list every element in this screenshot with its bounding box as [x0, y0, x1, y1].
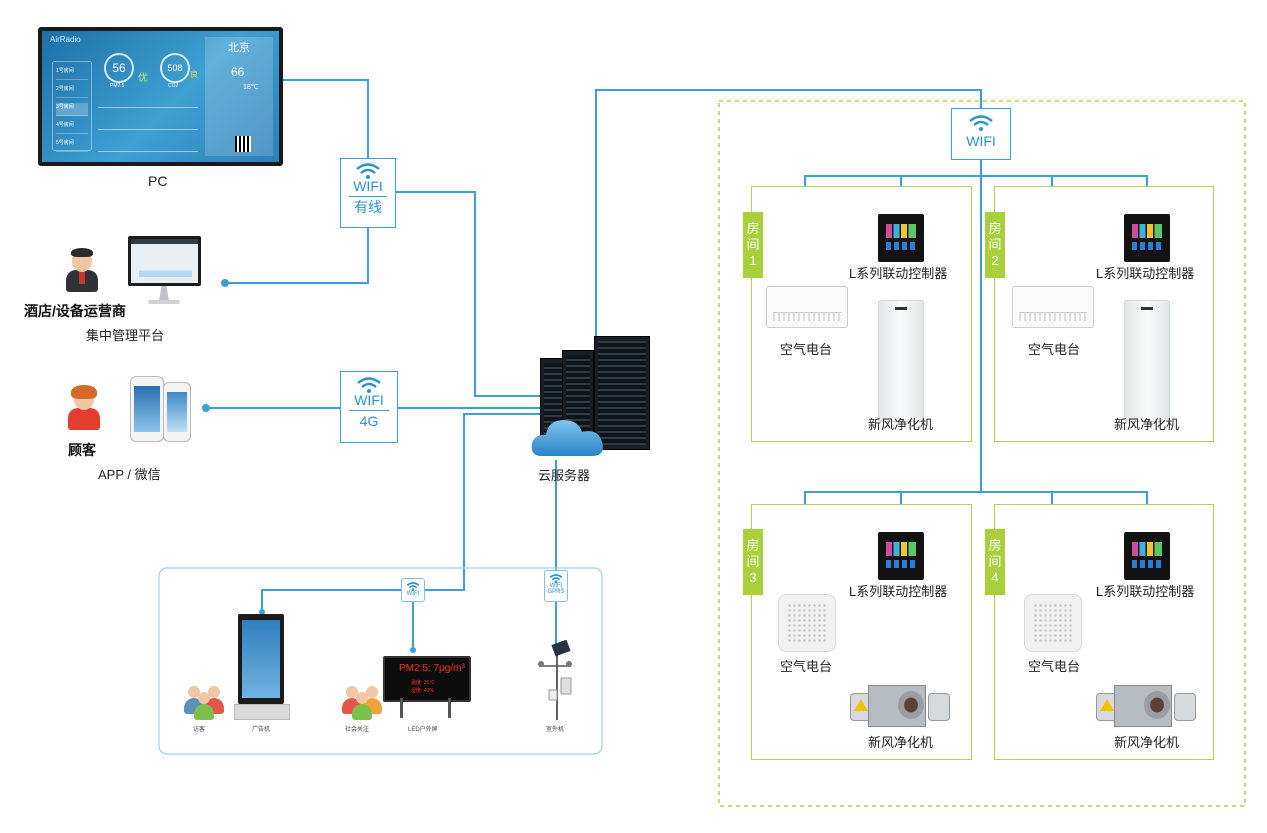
wifi-icon [357, 377, 381, 393]
wifi-icon [969, 115, 993, 131]
controller-icon [1124, 532, 1170, 580]
screen-co2-ring: 508 [160, 53, 190, 83]
controller-icon [878, 532, 924, 580]
pc-monitor: AirRadio 1号房间 2号房间 3号房间 4号房间 5号房间 56 PM2… [38, 27, 283, 166]
cloud-label: 云服务器 [538, 468, 591, 483]
desktop-monitor-icon [128, 236, 201, 286]
wifi-small-badge: WIFI [401, 578, 425, 602]
room-1-purifier-label: 新风净化机 [868, 417, 934, 432]
wire-pc [283, 79, 369, 158]
cloud-icon [531, 420, 603, 456]
phone-icon-2 [163, 382, 191, 442]
society-label: 社会关注 [345, 727, 370, 733]
screen-brand: AirRadio [50, 35, 81, 44]
room-3-purifier-label: 新风净化机 [868, 735, 934, 750]
visitor-label: 访客 [193, 727, 206, 733]
room-1-ac-label: 空气电台 [780, 342, 833, 357]
room-3-ac-label: 空气电台 [780, 659, 833, 674]
purifier-tower-icon [878, 300, 924, 422]
air-station-cube-icon [1024, 594, 1082, 652]
server-icon [594, 336, 650, 450]
controller-icon [1124, 214, 1170, 262]
room-4-controller-label: L系列联动控制器 [1096, 584, 1195, 599]
bottom-panel-frame [158, 567, 603, 755]
wire-operator [225, 228, 369, 284]
air-station-icon [1012, 286, 1094, 328]
wifi-gprs-badge: WIFI GPRS [544, 570, 568, 602]
society-group-icon [342, 684, 382, 720]
wire-server-kiosk [261, 413, 548, 612]
pc-label: PC [148, 173, 168, 189]
station-label: 室外机 [546, 727, 565, 733]
screen-aqi-ring: 56 [104, 53, 134, 83]
phone-icon [130, 376, 164, 442]
wifi-icon [549, 574, 563, 583]
wifi-rooms-badge: WIFI [951, 108, 1011, 160]
room-1-controller-label: L系列联动控制器 [849, 266, 948, 281]
weather-station-icon [538, 640, 572, 720]
ad-kiosk-icon [238, 614, 284, 704]
wire-wired-server [396, 191, 548, 397]
room-2-purifier-label: 新风净化机 [1114, 417, 1180, 432]
air-station-icon [766, 286, 848, 328]
duct-purifier-icon [850, 685, 950, 727]
wifi-icon [356, 163, 380, 179]
operator-label: 酒店/设备运营商 [24, 303, 126, 319]
customer-person-icon [64, 384, 104, 430]
room-3-controller-label: L系列联动控制器 [849, 584, 948, 599]
purifier-tower-icon [1124, 300, 1170, 422]
pc-screen: AirRadio 1号房间 2号房间 3号房间 4号房间 5号房间 56 PM2… [42, 31, 279, 162]
wifi-4g-badge: WIFI 4G [340, 371, 398, 443]
customer-label: 顾客 [68, 442, 96, 458]
room-4-purifier-label: 新风净化机 [1114, 735, 1180, 750]
duct-purifier-icon [1096, 685, 1196, 727]
app-label: APP / 微信 [98, 467, 161, 482]
wifi-wired-badge: WIFI 有线 [340, 158, 396, 228]
room-2-ac-label: 空气电台 [1028, 342, 1081, 357]
operator-person-icon [62, 246, 102, 292]
platform-label: 集中管理平台 [86, 328, 165, 343]
room-4-ac-label: 空气电台 [1028, 659, 1081, 674]
controller-icon [878, 214, 924, 262]
wifi-icon [406, 582, 420, 591]
led-label: LED户外屏 [408, 727, 438, 733]
air-station-cube-icon [778, 594, 836, 652]
wire-server-wifi [595, 89, 982, 348]
visitor-group-icon [184, 684, 224, 720]
ad-kiosk-label: 广告机 [252, 727, 271, 733]
screen-menu: 1号房间 2号房间 3号房间 4号房间 5号房间 [52, 61, 92, 152]
led-outdoor-screen: PM2.5: 7μg/m³ 温度: 25℃ 湿度: 40% [383, 656, 471, 702]
qr-code-icon [235, 136, 251, 152]
room-2-controller-label: L系列联动控制器 [1096, 266, 1195, 281]
